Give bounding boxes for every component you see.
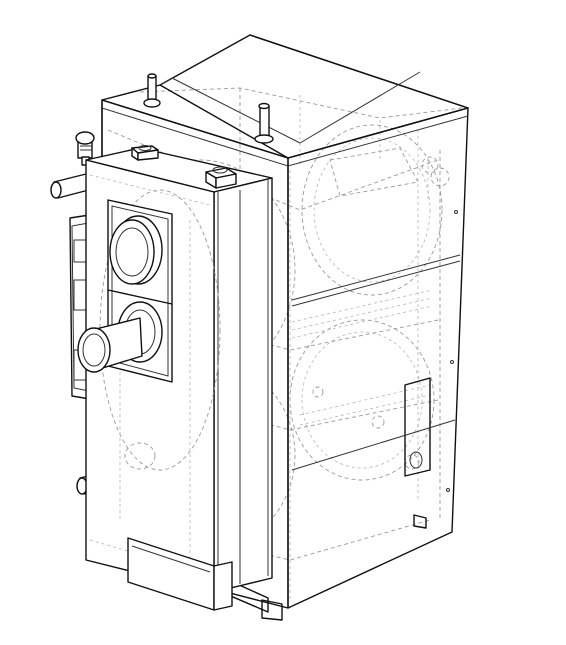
top-stud-right [254,102,274,144]
door-bolt-left [131,145,159,161]
front-base-plate [127,537,233,611]
right-panel-seams [291,210,461,492]
burner-port-tube [77,317,143,373]
top-stud-left [143,73,161,108]
door-bolt-right [205,166,237,189]
right-inspection-plate [404,377,431,477]
upper-dial-housing [109,215,163,285]
ash-port [124,442,156,470]
